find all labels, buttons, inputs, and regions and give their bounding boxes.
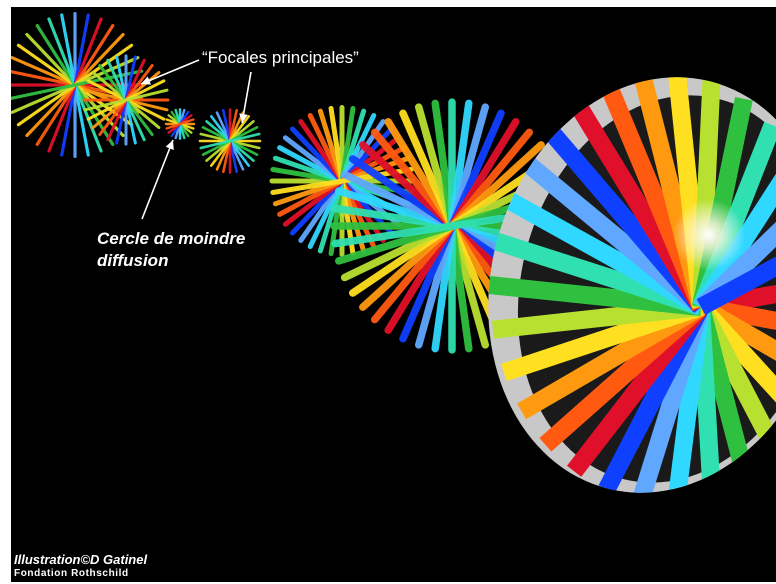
- ray-burst: [164, 108, 196, 140]
- lens-cone: [488, 68, 776, 502]
- ray-burst: [11, 11, 145, 158]
- focal-glow: [673, 199, 745, 271]
- institution-credit: Fondation Rothschild: [14, 568, 129, 579]
- least-confusion-label-line1: Cercle de moindre: [97, 229, 246, 248]
- least-confusion-circle-label: Cercle de moindre diffusion: [97, 228, 245, 272]
- ray-burst: [82, 54, 170, 146]
- annotation-arrow: [141, 139, 174, 220]
- illustration-slide: “Focales principales” Cercle de moindre …: [11, 7, 776, 582]
- illustration-credit: Illustration©D Gatinel: [14, 552, 148, 567]
- ray-burst: [198, 108, 262, 174]
- spherical-aberration-diagram: [11, 11, 776, 502]
- annotation-arrow: [140, 59, 200, 85]
- annotation-arrows: [140, 59, 252, 220]
- ray-bursts: [11, 11, 574, 354]
- least-confusion-label-line2: diffusion: [97, 251, 169, 270]
- principal-foci-label: “Focales principales”: [202, 48, 359, 67]
